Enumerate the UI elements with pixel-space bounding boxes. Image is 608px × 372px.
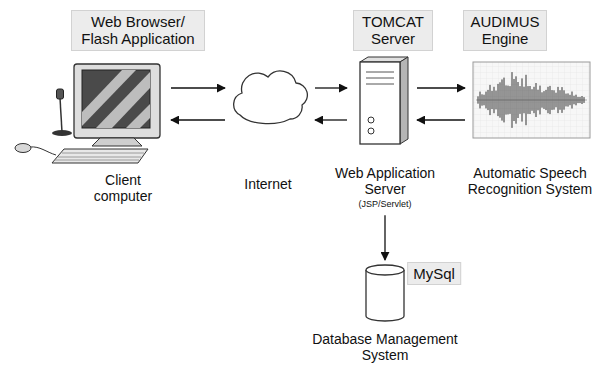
- flow-arrow: [417, 87, 465, 88]
- monitor-base: [92, 138, 142, 146]
- waveform-icon: [473, 62, 590, 138]
- node-caption: Client computer: [85, 172, 161, 204]
- client-computer-icon: [15, 64, 160, 163]
- internet-node: Internet: [230, 66, 310, 124]
- database-cylinder: [366, 265, 404, 321]
- internet-cloud: [234, 71, 308, 124]
- cylinder-body: [366, 270, 404, 321]
- client-node: Web Browser/ Flash ApplicationClient com…: [14, 62, 166, 164]
- screen-stripe: [126, 104, 150, 128]
- dbms-label: MySql: [407, 262, 461, 285]
- database-node: MySqlDatabase Management System: [362, 262, 408, 322]
- flow-arrow: [315, 87, 347, 88]
- technology-note: (JSP/Servlet): [356, 199, 413, 209]
- waveform-panel: [473, 62, 590, 138]
- waveform-signal: [478, 72, 584, 128]
- monitor-screen: [82, 70, 150, 128]
- screen-stripe: [96, 72, 150, 128]
- server-button: [368, 117, 374, 123]
- client-label: Web Browser/ Flash Application: [71, 10, 205, 51]
- flow-arrow: [315, 119, 347, 120]
- server-front: [360, 62, 400, 144]
- keyboard: [52, 149, 148, 163]
- node-caption: Internet: [242, 176, 293, 192]
- flow-arrow: [384, 215, 385, 260]
- server-side: [400, 57, 408, 144]
- microphone-stem: [60, 98, 62, 132]
- cylinder-top: [366, 265, 404, 275]
- asr-node: AUDIMUS EngineAutomatic Speech Recogniti…: [470, 60, 593, 140]
- flow-arrow: [171, 87, 225, 88]
- server-button: [368, 128, 374, 134]
- mouse-cable: [30, 147, 56, 155]
- engine-label: AUDIMUS Engine: [463, 10, 547, 51]
- server-tower-icon: [360, 57, 408, 144]
- flow-arrow: [417, 119, 465, 120]
- mouse: [15, 144, 31, 153]
- server-bays: [366, 72, 394, 84]
- server-label: TOMCAT Server: [353, 10, 433, 51]
- flow-arrow: [171, 119, 225, 120]
- node-caption: Web Application Server: [327, 165, 443, 197]
- server-node: TOMCAT ServerWeb Application Server(JSP/…: [352, 56, 412, 146]
- keyboard-keys: [55, 153, 144, 160]
- node-caption: Automatic Speech Recognition System: [462, 165, 598, 197]
- screen-stripes: [82, 70, 150, 128]
- node-caption: Database Management System: [307, 331, 463, 363]
- monitor-frame: [74, 64, 160, 138]
- microphone-head: [57, 89, 64, 99]
